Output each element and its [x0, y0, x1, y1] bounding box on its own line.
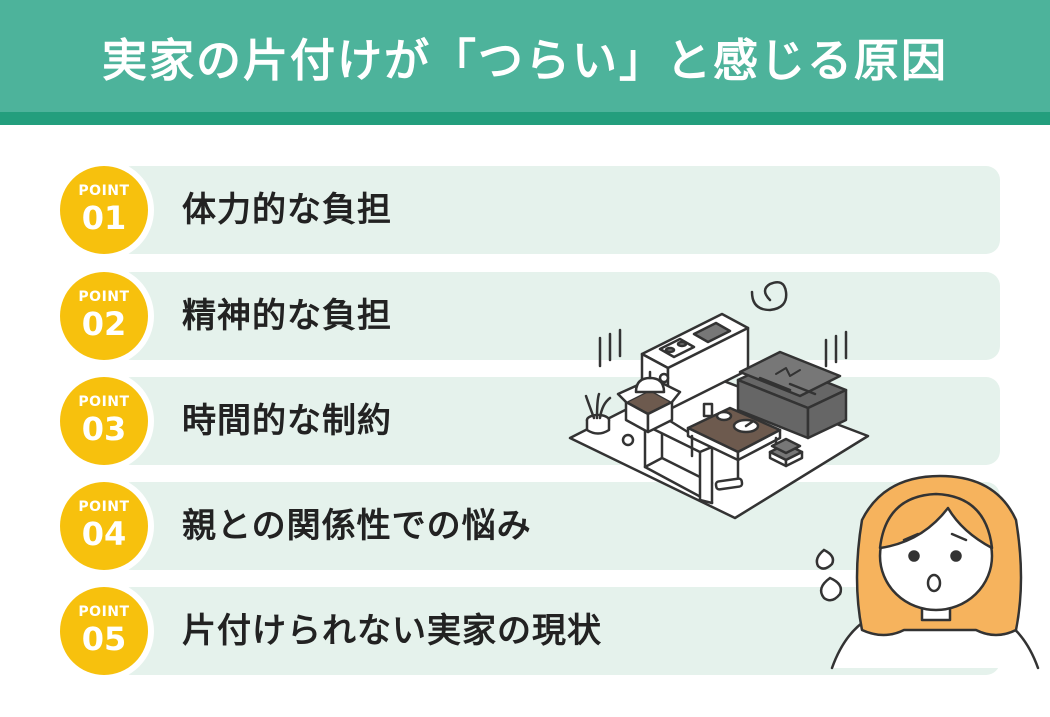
point-badge-05: POINT 05 [60, 587, 148, 675]
point-label: 時間的な制約 [182, 401, 392, 441]
point-badge-01: POINT 01 [60, 166, 148, 254]
point-row-bar [118, 482, 1000, 570]
page-title: 実家の片付けが「つらい」と感じる原因 [101, 33, 948, 87]
point-badge-03: POINT 03 [60, 377, 148, 465]
point-row-bar [118, 272, 1000, 360]
header-stripe [0, 112, 1050, 125]
badge-number: 03 [81, 410, 127, 448]
messy-room-illustration [568, 312, 870, 520]
worried-woman-illustration [830, 474, 1040, 670]
point-label: 精神的な負担 [182, 296, 392, 336]
point-label: 親との関係性での悩み [182, 506, 532, 546]
point-row-04: POINT 04 親との関係性での悩み [60, 482, 1000, 570]
point-badge-02: POINT 02 [60, 272, 148, 360]
point-row-03: POINT 03 時間的な制約 [60, 377, 1000, 465]
point-badge-04: POINT 04 [60, 482, 148, 570]
badge-number: 02 [81, 305, 127, 343]
point-row-bar [118, 166, 1000, 254]
badge-number: 05 [81, 620, 127, 658]
point-label: 体力的な負担 [182, 190, 392, 230]
point-row-bar [118, 377, 1000, 465]
sweat-drops-icon [815, 548, 843, 602]
badge-point-word: POINT [78, 183, 130, 199]
spiral-icon [750, 281, 788, 312]
header-band [0, 0, 1050, 112]
badge-point-word: POINT [78, 394, 130, 410]
badge-number: 01 [81, 199, 127, 237]
badge-point-word: POINT [78, 499, 130, 515]
badge-point-word: POINT [78, 289, 130, 305]
badge-point-word: POINT [78, 604, 130, 620]
point-row-02: POINT 02 精神的な負担 [60, 272, 1000, 360]
point-row-01: POINT 01 体力的な負担 [60, 166, 1000, 254]
badge-number: 04 [81, 515, 127, 553]
point-label: 片付けられない実家の現状 [182, 611, 602, 651]
